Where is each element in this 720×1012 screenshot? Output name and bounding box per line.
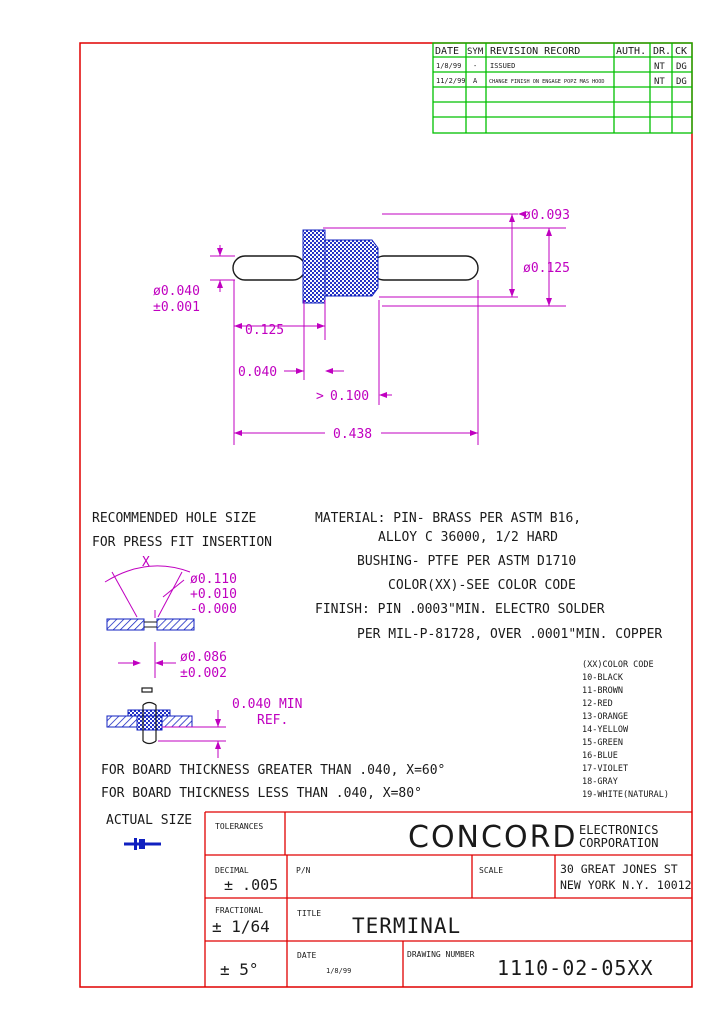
knurl-head [302,229,326,304]
hole-tol-minus: -0.000 [190,602,237,617]
title-label: TITLE [297,909,321,918]
dim-len-total: 0.438 [333,427,372,442]
title-block [204,811,692,987]
pin-right [371,255,479,281]
angle-value: ± 5° [220,960,259,979]
decimal-label: DECIMAL [215,866,249,875]
rev-row2-ck: DG [676,77,687,87]
dim-top-diameter: ø0.093 [523,208,570,223]
note-material-1: MATERIAL: PIN- BRASS PER ASTM B16, [315,511,581,526]
company-name: CONCORD [408,820,578,855]
rev-row1-sym: - [473,62,477,70]
scale-label: SCALE [479,866,503,875]
installed-terminal [106,687,226,758]
company-sub-2: CORPORATION [579,836,658,850]
sheet-border [79,42,693,988]
pn-label: P/N [296,866,311,875]
rev-row2-dr: NT [654,77,665,87]
hole-tol-plus: +0.010 [190,587,237,602]
rev-row1-record: ISSUED [490,62,515,70]
note-recommended-2: FOR PRESS FIT INSERTION [92,535,272,550]
note-board-2: FOR BOARD THICKNESS LESS THAN .040, X=80… [101,786,422,801]
drawing-number: 1110-02-05XX [497,956,654,980]
rev-row2-date: 11/2/99 [436,77,466,85]
color-code-title: (XX)COLOR CODE [582,660,654,670]
rev-header-auth: AUTH. [616,46,646,57]
ref-label: REF. [257,713,288,728]
rev-header-dr: DR. [653,46,671,57]
fractional-value: ± 1/64 [212,917,270,936]
company-sub-1: ELECTRONICS [579,823,658,837]
tolerances-label: TOLERANCES [215,822,263,831]
dim-body-diameter: ø0.125 [523,261,570,276]
color-code-item: 10-BLACK [582,673,624,683]
title-value: TERMINAL [352,914,461,938]
rev-row2-sym: A [473,77,478,85]
color-code-item: 14-YELLOW [582,725,629,735]
rev-row2-record: CHANGE FINISH ON ENGAGE POPZ MAS HOOD [489,79,605,85]
date-value: 1/8/99 [326,967,351,975]
rev-header-ck: CK [675,46,687,57]
color-code-item: 11-BROWN [582,686,623,696]
color-code-item: 13-ORANGE [582,712,628,722]
dim-len-040: 0.040 [238,365,277,380]
rev-header-date: DATE [435,46,459,57]
dim-pin-diameter: ø0.040 [153,284,200,299]
note-board-1: FOR BOARD THICKNESS GREATER THAN .040, X… [101,763,445,778]
note-finish-2: PER MIL-P-81728, OVER .0001"MIN. COPPER [357,627,662,642]
decimal-value: ± .005 [224,876,278,894]
color-code-item: 18-GRAY [582,777,618,787]
note-actual-size: ACTUAL SIZE [106,813,192,828]
hole-section [104,565,195,678]
color-code-list: (XX)COLOR CODE 10-BLACK 11-BROWN 12-RED … [582,660,669,800]
address-1: 30 GREAT JONES ST [560,862,678,876]
date-label: DATE [297,951,316,960]
revision-table [432,42,693,134]
rev-row1-dr: NT [654,62,665,72]
note-finish-1: FINISH: PIN .0003"MIN. ELECTRO SOLDER [315,602,605,617]
ref-min: 0.040 MIN [232,697,302,712]
color-code-item: 15-GREEN [582,738,623,748]
bushing-body [324,239,379,297]
color-code-item: 12-RED [582,699,613,709]
terminal-part [232,229,479,304]
rev-row1-date: 1/8/99 [436,62,461,70]
color-code-item: 16-BLUE [582,751,618,761]
note-material-4: COLOR(XX)-SEE COLOR CODE [388,578,576,593]
dim-pin-tolerance: ±0.001 [153,300,200,315]
rev-header-sym: SYM [467,47,484,57]
hole-diameter-2: ø0.086 [180,650,227,665]
actual-size-icon [124,838,161,850]
drawing-number-label: DRAWING NUMBER [407,950,475,959]
pin-left [232,255,306,281]
hole-diameter: ø0.110 [190,572,237,587]
rev-header-record: REVISION RECORD [490,46,580,57]
dimension-lines [210,213,566,445]
note-recommended-1: RECOMMENDED HOLE SIZE [92,511,256,526]
note-material-2: ALLOY C 36000, 1/2 HARD [378,530,558,545]
dim-len-125: 0.125 [245,323,284,338]
hole-angle-x: X [142,555,150,570]
address-2: NEW YORK N.Y. 10012 [560,878,692,892]
note-material-3: BUSHING- PTFE PER ASTM D1710 [357,554,576,569]
hole-diameter-2-tol: ±0.002 [180,666,227,681]
rev-row1-ck: DG [676,62,687,72]
color-code-item: 19-WHITE(NATURAL) [582,790,669,800]
dim-len-100: 0.100 [330,389,369,404]
color-code-item: 17-VIOLET [582,764,628,774]
arrow-glyph: > [316,389,324,404]
fractional-label: FRACTIONAL [215,906,263,915]
dimension-arrows [217,211,552,436]
